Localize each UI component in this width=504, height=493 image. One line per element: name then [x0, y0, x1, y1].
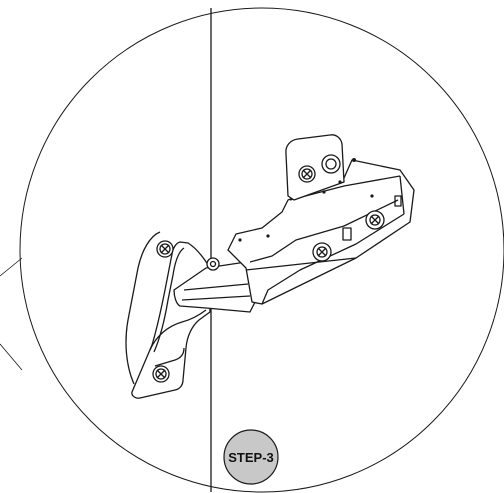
adjustment-cam-plate	[285, 134, 345, 201]
hinge-arm-body	[227, 159, 415, 305]
concealed-hinge-icon	[125, 134, 415, 399]
step-badge: STEP-3	[223, 429, 279, 485]
step-badge-label: STEP-3	[228, 450, 274, 465]
door-edge-lines	[0, 257, 23, 371]
step-badge-circle	[223, 429, 279, 485]
